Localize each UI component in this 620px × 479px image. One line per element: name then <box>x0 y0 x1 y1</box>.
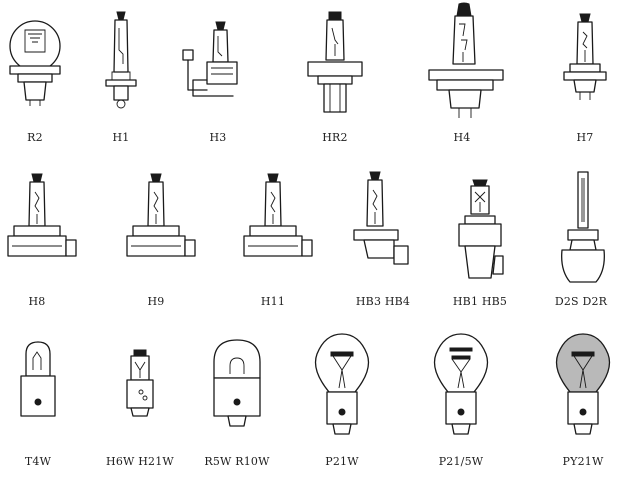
bulb-d2s-d2r: D2S D2R <box>526 160 620 310</box>
bulb-py21w-label: PY21W <box>562 455 604 468</box>
bulb-p21-5w-drawing <box>433 333 489 435</box>
bulb-h9-label: H9 <box>147 295 165 308</box>
bulb-py21w: PY21W <box>528 330 620 475</box>
bulb-h4-label: H4 <box>453 131 471 144</box>
bulb-h6w-h21w-label: H6W H21W <box>106 455 174 468</box>
bulb-h7-drawing <box>563 13 607 100</box>
bulb-p21w-drawing <box>314 333 370 435</box>
bulb-r2-label: R2 <box>27 131 43 144</box>
bulb-h8: H8 <box>0 160 92 310</box>
bulb-hb3-hb4: HB3 HB4 <box>328 160 438 310</box>
bulb-r2: R2 <box>0 0 90 150</box>
bulb-hb1-hb5-label: HB1 HB5 <box>452 295 508 308</box>
bulb-py21w-drawing <box>555 333 611 435</box>
amber-glass <box>555 333 611 393</box>
bulb-h11: H11 <box>218 160 328 310</box>
bulb-d2s-d2r-drawing <box>561 171 605 283</box>
bulb-h4-drawing <box>428 2 504 118</box>
bulb-r5w-r10w-drawing <box>213 339 261 427</box>
bulb-t4w: T4W <box>0 330 93 475</box>
bulb-h4: H4 <box>407 0 517 150</box>
bulb-h8-label: H8 <box>28 295 46 308</box>
bulb-hb1-hb5: HB1 HB5 <box>425 160 535 310</box>
bulb-h11-drawing <box>243 173 313 257</box>
bulb-r2-drawing <box>9 20 61 106</box>
bulb-hr2-label: HR2 <box>322 131 348 144</box>
bulb-h9-drawing <box>126 173 196 257</box>
bulb-hr2-drawing <box>307 11 363 113</box>
bulb-hb3-hb4-label: HB3 HB4 <box>355 295 411 308</box>
bulb-p21w: P21W <box>287 330 397 475</box>
bulb-r5w-r10w: R5W R10W <box>182 330 292 475</box>
bulb-h1-label: H1 <box>112 131 130 144</box>
bulb-p21-5w: P21/5W <box>406 330 516 475</box>
bulb-h11-label: H11 <box>260 295 286 308</box>
bulb-h1: H1 <box>66 0 176 150</box>
bulb-r5w-r10w-label: R5W R10W <box>204 455 270 468</box>
bulb-t4w-drawing <box>20 341 56 417</box>
bulb-t4w-label: T4W <box>24 455 52 468</box>
bulb-h8-drawing <box>7 173 77 257</box>
bulb-h3-label: H3 <box>209 131 227 144</box>
bulb-h7-label: H7 <box>576 131 594 144</box>
bulb-d2s-d2r-label: D2S D2R <box>554 295 608 308</box>
bulb-hr2: HR2 <box>280 0 390 150</box>
bulb-hb3-hb4-drawing <box>353 171 409 265</box>
bulb-h3: H3 <box>163 0 273 150</box>
bulb-h3-drawing <box>182 21 238 97</box>
bulb-p21-5w-label: P21/5W <box>438 455 484 468</box>
bulb-p21w-label: P21W <box>325 455 359 468</box>
bulb-h6w-h21w-drawing <box>126 349 154 417</box>
bulb-h1-drawing <box>105 11 137 109</box>
bulb-h9: H9 <box>101 160 211 310</box>
bulb-h6w-h21w: H6W H21W <box>85 330 195 475</box>
bulb-hb1-hb5-drawing <box>458 179 504 279</box>
bulb-h7: H7 <box>530 0 620 150</box>
